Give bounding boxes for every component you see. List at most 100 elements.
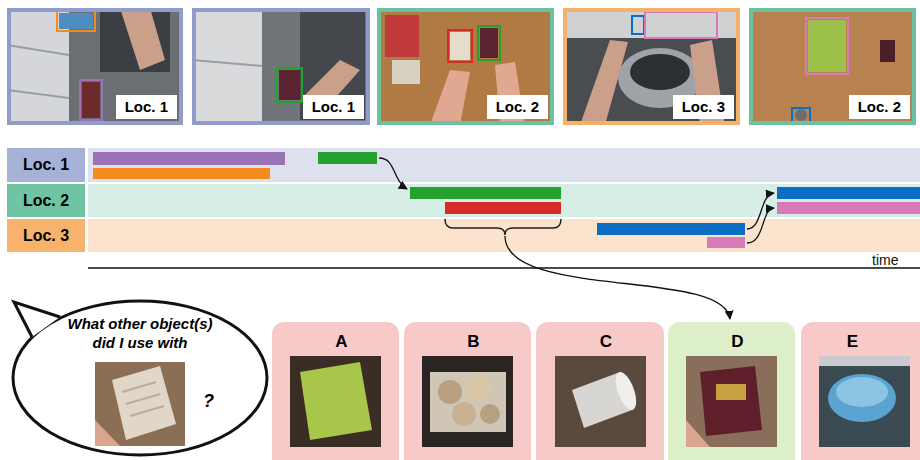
photo-frame: Loc. 3 (563, 8, 740, 125)
bracket (445, 219, 561, 235)
location-label: Loc. 2 (23, 192, 69, 210)
transition-arrow (379, 158, 774, 243)
speech-bubble: What other object(s) did I use with? (10, 298, 270, 458)
card-image-d (716, 384, 746, 400)
photo-table-1 (448, 30, 472, 62)
photo-sink (563, 8, 740, 38)
card-image-c (612, 369, 641, 412)
photo-table-1 (377, 8, 554, 125)
photo-table-2 (880, 40, 895, 62)
photo-sink (645, 12, 717, 38)
label-holder: time (872, 252, 898, 268)
time-bar (707, 237, 745, 248)
lane-band (88, 219, 920, 252)
card-image-e (819, 356, 910, 447)
axis-label: time (872, 252, 898, 268)
location-tag: Loc. 2 (487, 95, 548, 119)
location-label-box: Loc. 3 (7, 219, 85, 252)
time-axis (88, 267, 920, 269)
photo-sink (632, 16, 644, 34)
card-image-b (422, 356, 513, 447)
photo-fridge-1 (59, 13, 93, 29)
option-letter: A (272, 332, 411, 352)
lane-band (88, 148, 920, 252)
card-image-a (300, 362, 372, 440)
answer-arrow (505, 236, 730, 319)
card-image-e (836, 377, 888, 407)
location-label-box: Loc. 2 (7, 184, 85, 217)
location-tag: Loc. 2 (849, 95, 910, 119)
card-image-d (686, 356, 777, 447)
photo-fridge-2 (192, 60, 262, 66)
query-object (95, 362, 185, 446)
card-image-a (290, 356, 381, 447)
photo-table-2 (749, 8, 916, 125)
photo-table-1 (392, 60, 420, 84)
time-bar (93, 152, 285, 165)
photo-table-1 (430, 70, 470, 125)
speech-bubble-outline (13, 301, 267, 455)
speech-bubble-tail (14, 302, 60, 337)
photo-frame: Loc. 2 (377, 8, 554, 125)
bracket (445, 219, 561, 235)
photo-table-2 (808, 20, 846, 72)
photo-sink (563, 8, 740, 125)
time-bar (445, 202, 561, 214)
transition-arrow (747, 193, 774, 229)
time-bar (318, 152, 377, 164)
photo-fridge-1 (80, 80, 102, 120)
location-label-box: Loc. 1 (7, 148, 85, 182)
card-image-e (819, 356, 910, 447)
card-image-a (290, 356, 381, 447)
transition-arrow (747, 208, 774, 243)
photo-fridge-1 (7, 8, 183, 125)
answer-card: E (787, 322, 918, 460)
card-image-b (465, 375, 491, 401)
photo-fridge-1 (7, 8, 183, 125)
card-image-e (819, 356, 910, 366)
photo-table-1 (478, 26, 500, 60)
time-bar (410, 187, 561, 199)
location-tag: Loc. 1 (303, 95, 364, 119)
photo-sink (580, 40, 628, 125)
time-bar (93, 152, 920, 248)
answer-card: C (536, 322, 676, 460)
photo-fridge-1 (120, 8, 165, 70)
question-text: What other object(s) did I use with (60, 314, 220, 352)
query-object (112, 366, 176, 440)
question-text: ? (203, 390, 223, 412)
query-object (122, 382, 164, 416)
photo-frame: Loc. 2 (749, 8, 916, 125)
card-image-d (700, 366, 762, 436)
photo-table-2 (792, 108, 810, 122)
card-image-e (828, 374, 896, 422)
photo-sink (563, 8, 740, 125)
option-letter: C (536, 332, 676, 352)
photo-table-1 (480, 28, 498, 58)
photo-fridge-2 (279, 70, 300, 100)
card-image-c (555, 356, 646, 447)
card-image-d (686, 420, 710, 447)
time-bar (93, 168, 270, 179)
card-image-b (438, 380, 462, 404)
photo-fridge-2 (300, 10, 365, 120)
photo-table-2 (806, 18, 848, 74)
photo-fridge-2 (192, 8, 370, 125)
photo-sink (630, 54, 690, 90)
answer-card: A (272, 322, 411, 460)
speech-bubble-tail (14, 302, 60, 337)
location-tag: Loc. 3 (673, 95, 734, 119)
photo-fridge-1 (57, 11, 95, 31)
photo-table-2 (795, 109, 807, 121)
card-image-d (686, 356, 777, 447)
answer-arrow (505, 236, 730, 319)
card-image-c (555, 356, 646, 447)
time-axis (88, 268, 920, 269)
photo-frame: Loc. 1 (7, 8, 183, 125)
answer-card: D (668, 322, 807, 460)
card-background (801, 322, 920, 460)
location-tag: Loc. 1 (116, 95, 177, 119)
photo-table-2 (749, 8, 916, 125)
